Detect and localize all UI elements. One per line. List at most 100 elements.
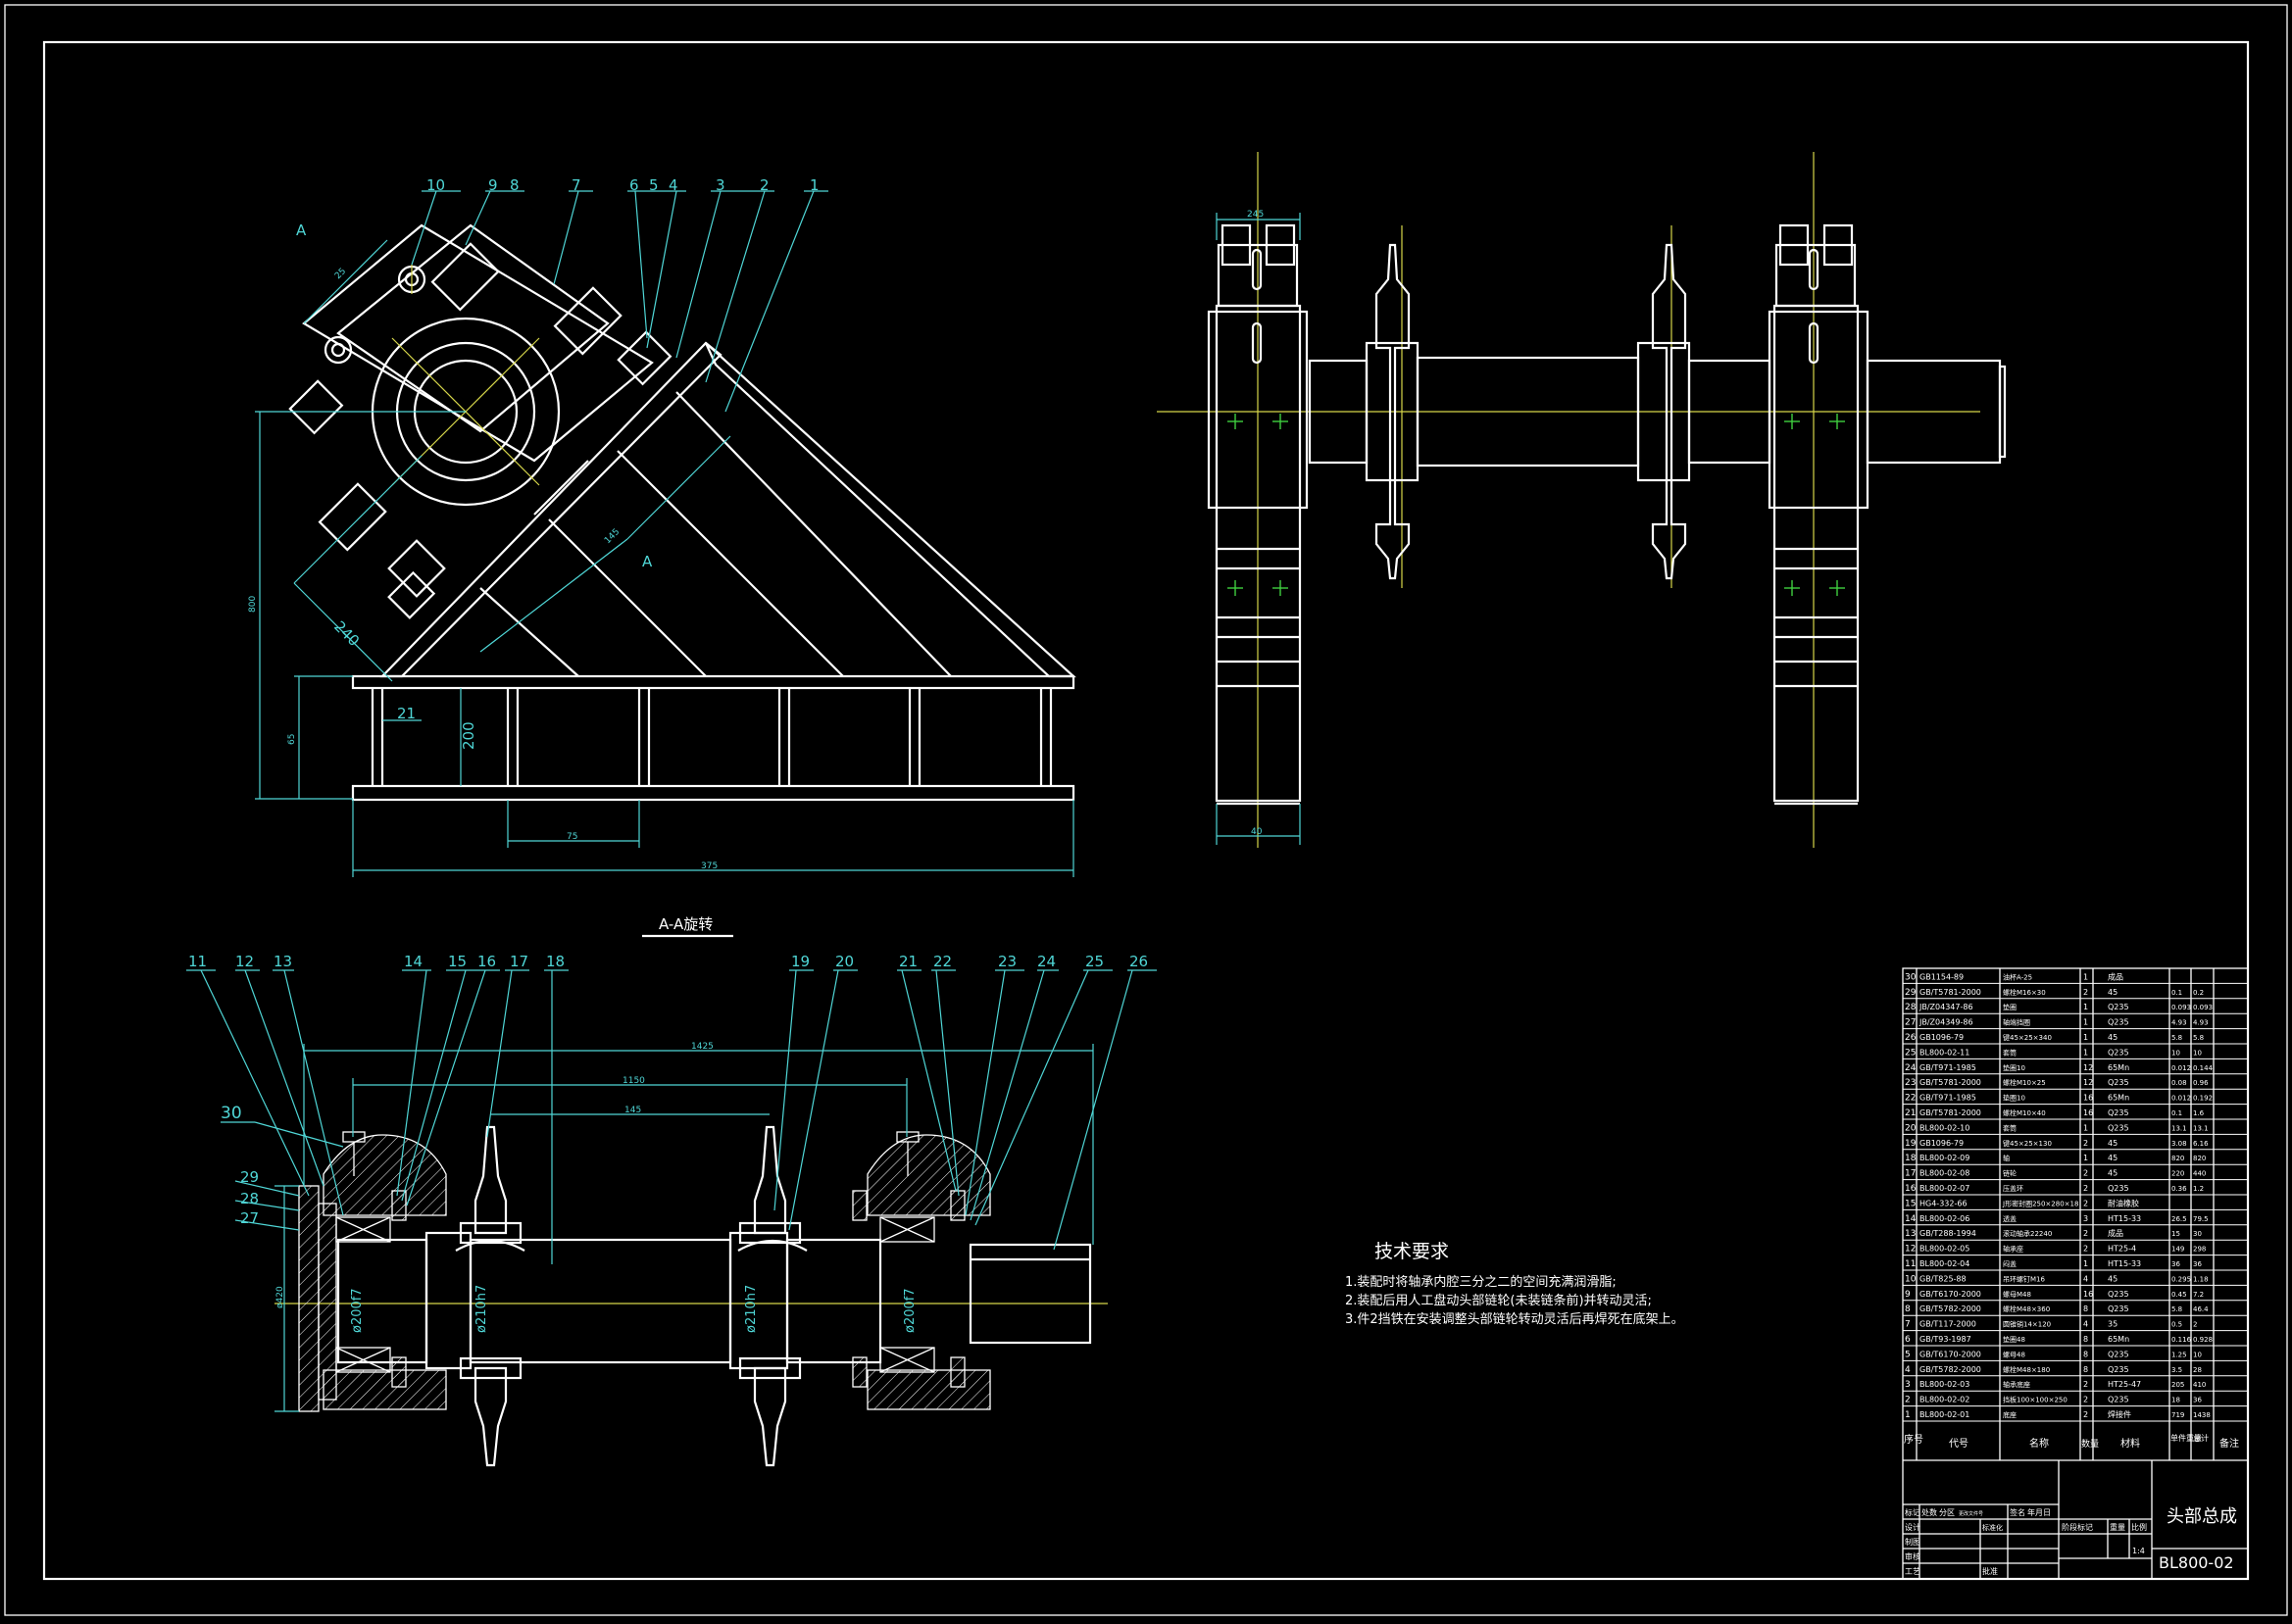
callout-2: 2: [760, 176, 770, 194]
parts-cell-w1: 3.08: [2171, 1140, 2187, 1148]
callout-29: 29: [240, 1168, 259, 1186]
stage-mark: 阶段标记: [2062, 1522, 2093, 1532]
parts-cell-w1: 3.5: [2171, 1366, 2182, 1374]
callout-23: 23: [998, 953, 1017, 970]
dia-3: ø210h7: [744, 1285, 759, 1333]
parts-cell-code: GB/T971-1985: [1919, 1063, 1976, 1072]
callout-12: 12: [235, 953, 254, 970]
callout-22: 22: [933, 953, 952, 970]
parts-cell-w1: 0.093: [2171, 1004, 2191, 1011]
drawing-name: 头部总成: [2167, 1506, 2237, 1527]
parts-cell-qty: 8: [2083, 1335, 2088, 1344]
parts-cell-no: 21: [1905, 1108, 1916, 1118]
parts-cell-w1: 0.36: [2171, 1185, 2187, 1193]
parts-cell-w2: 410: [2193, 1381, 2206, 1389]
parts-cell-w1: 0.1: [2171, 989, 2182, 997]
callout-17: 17: [510, 953, 528, 970]
parts-cell-name: 套筒: [2003, 1123, 2017, 1132]
parts-cell-no: 14: [1905, 1214, 1917, 1224]
parts-cell-w2: 2: [2193, 1321, 2197, 1329]
parts-cell-w2: 0.928: [2193, 1336, 2213, 1344]
parts-cell-qty: 12: [2083, 1063, 2093, 1072]
parts-cell-no: 16: [1905, 1184, 1917, 1194]
centerlines-side: [391, 265, 540, 486]
parts-cell-w1: 205: [2171, 1381, 2184, 1389]
callout-28: 28: [240, 1190, 259, 1207]
parts-cell-code: GB/T5782-2000: [1919, 1365, 1981, 1374]
dia-2: ø210h7: [474, 1285, 489, 1333]
parts-cell-code: GB/T6170-2000: [1919, 1350, 1981, 1358]
outer-border: [4, 4, 2288, 1616]
parts-cell-qty: 16: [2083, 1108, 2093, 1117]
parts-cell-qty: 4: [2083, 1320, 2088, 1329]
parts-cell-w2: 10: [2193, 1049, 2202, 1057]
hdr-total-weight: 总计: [2193, 1433, 2209, 1443]
parts-cell-name: 螺栓M48×360: [2003, 1304, 2050, 1313]
parts-cell-name: 圆锥销14×120: [2003, 1320, 2051, 1329]
parts-cell-w1: 220: [2171, 1170, 2184, 1178]
parts-cell-material: Q235: [2108, 1365, 2129, 1374]
parts-cell-no: 18: [1905, 1154, 1917, 1163]
dim-diag2: 145: [603, 527, 622, 546]
stage-weight: 重量: [2110, 1522, 2125, 1532]
callout-24: 24: [1037, 953, 1056, 970]
parts-cell-material: Q235: [2108, 1123, 2129, 1132]
callout-6: 6: [629, 176, 639, 194]
parts-cell-qty: 2: [2083, 1380, 2088, 1389]
parts-cell-name: 压盖环: [2003, 1184, 2023, 1193]
parts-cell-no: 27: [1905, 1018, 1916, 1028]
hdr-code: 代号: [1949, 1438, 1968, 1450]
parts-cell-w2: 0.2: [2193, 989, 2204, 997]
parts-cell-w1: 0.295: [2171, 1275, 2191, 1283]
parts-cell-w1: 719: [2171, 1411, 2184, 1419]
parts-cell-w1: 0.116: [2171, 1336, 2192, 1344]
parts-cell-name: 链轮: [2003, 1169, 2017, 1178]
parts-cell-no: 3: [1905, 1380, 1911, 1390]
parts-cell-qty: 2: [2083, 1229, 2088, 1238]
parts-cell-qty: 2: [2083, 1169, 2088, 1178]
callout-27: 27: [240, 1209, 259, 1227]
parts-cell-code: GB/T5781-2000: [1919, 988, 1981, 997]
sign-mark: 标记: [1905, 1507, 1920, 1517]
parts-cell-no: 20: [1905, 1123, 1917, 1133]
parts-cell-w1: 13.1: [2171, 1124, 2187, 1132]
parts-cell-code: GB1154-89: [1919, 972, 1964, 981]
parts-cell-name: 轴承座: [2003, 1245, 2023, 1254]
parts-cell-code: JB/Z04349-86: [1918, 1018, 1973, 1027]
parts-cell-code: GB/T288-1994: [1919, 1229, 1976, 1238]
sec-dim-mid: 1150: [623, 1076, 645, 1086]
sign-doc: 更改文件号: [1959, 1510, 1983, 1517]
parts-cell-w1: 0.08: [2171, 1079, 2187, 1087]
callout-15: 15: [448, 953, 467, 970]
parts-cell-no: 12: [1905, 1245, 1916, 1255]
section-bearing-right: [852, 1131, 991, 1410]
front-sprockets: [1374, 243, 1687, 580]
parts-cell-no: 4: [1905, 1365, 1911, 1375]
dim-diag: 25: [333, 267, 348, 281]
dia-4: ø200f7: [903, 1288, 918, 1333]
section-sprockets: [459, 1125, 802, 1467]
parts-cell-name: 轴端挡圈: [2003, 1018, 2030, 1027]
parts-cell-qty: 1: [2083, 1154, 2088, 1162]
parts-cell-qty: 2: [2083, 1139, 2088, 1148]
callout-25: 25: [1085, 953, 1104, 970]
parts-cell-qty: 1: [2083, 1048, 2088, 1057]
parts-cell-material: HT25-4: [2108, 1245, 2136, 1254]
front-view: 245 40: [1157, 152, 2007, 848]
parts-cell-material: 45: [2108, 1033, 2118, 1042]
parts-cell-w2: 46.4: [2193, 1305, 2209, 1313]
parts-cell-code: GB/T117-2000: [1919, 1320, 1976, 1329]
parts-cell-name: 轴: [2003, 1154, 2010, 1162]
parts-cell-material: 35: [2108, 1320, 2118, 1329]
parts-cell-w2: 0.96: [2193, 1079, 2209, 1087]
inclined-support: [379, 341, 1076, 678]
parts-cell-qty: 1: [2083, 1259, 2088, 1268]
front-bolt-marks: [1227, 414, 1845, 596]
section-bearing-left: [298, 1131, 447, 1412]
parts-cell-w2: 36: [2193, 1397, 2202, 1404]
parts-cell-name: 挡板100×100×250: [2003, 1396, 2068, 1404]
sec-dim-inner: 145: [624, 1106, 641, 1115]
sign-row: 标记 处数 分区 更改文件号 签名 年月日 设计 制图 审核 工艺 标准化 批准…: [1905, 1507, 2147, 1576]
